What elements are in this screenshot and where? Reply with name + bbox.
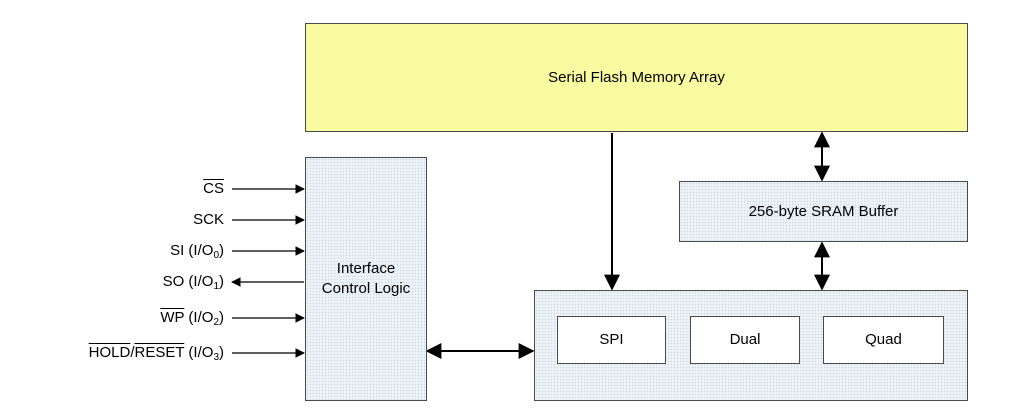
dual-block: Dual [690,316,800,364]
pin-wp-label: WP (I/O2) [0,309,224,328]
pin-si-label: SI (I/O0) [0,242,224,261]
sram-buffer-label: 256-byte SRAM Buffer [748,202,899,220]
pin-cs-label: CS [0,180,224,198]
pin-sck-name: SCK [193,211,224,228]
pin-wp-sub: 2 [213,317,219,328]
pin-wp-close: ) [219,309,224,326]
pin-hold-label: HOLD/RESET (I/O3) [0,344,224,363]
memory-array-block: Serial Flash Memory Array [305,23,968,132]
io-mode-block: SPI Dual Quad [534,290,968,401]
interface-label-line2: Control Logic [321,280,411,297]
pin-hold-sub: 3 [213,352,219,363]
interface-control-label: Interface Control Logic [322,259,410,299]
pin-sck-label: SCK [0,211,224,229]
pin-reset-name: RESET [134,344,185,361]
quad-label: Quad [865,331,902,348]
interface-label-line1: Interface [336,260,396,277]
pin-hold-name: HOLD [88,344,131,361]
pin-si-close: ) [219,242,224,259]
pin-so-close: ) [219,273,224,290]
pin-so-label: SO (I/O1) [0,273,224,292]
memory-array-label: Serial Flash Memory Array [548,68,725,86]
pin-si-sub: 0 [213,250,219,261]
pin-so-name: SO (I/O [162,273,214,290]
pin-wp-rest: (I/O [184,309,214,326]
spi-block: SPI [557,316,666,364]
pin-si-name: SI (I/O [170,242,214,259]
spi-label: SPI [599,331,624,348]
quad-block: Quad [823,316,944,364]
dual-label: Dual [729,331,761,348]
interface-control-block: Interface Control Logic [305,157,427,401]
sram-buffer-block: 256-byte SRAM Buffer [679,181,968,242]
pin-hold-sep: / [130,344,135,361]
pin-so-sub: 1 [213,281,219,292]
pin-hold-rest: (I/O [184,344,214,361]
pin-wp-name: WP [160,309,185,326]
pin-hold-close: ) [219,344,224,361]
pin-cs-name: CS [203,180,224,197]
